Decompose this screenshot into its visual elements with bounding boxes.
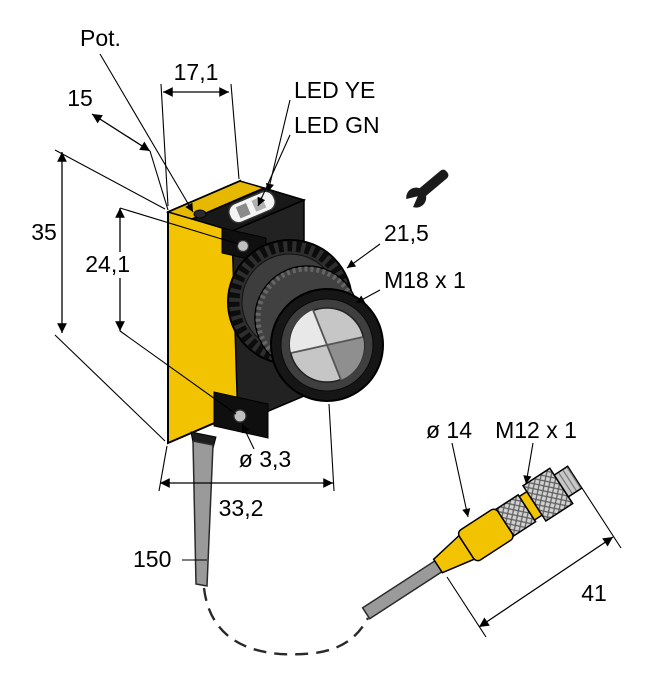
mounting-hole-bottom (233, 409, 247, 423)
connector-thread-label: M12 x 1 (495, 417, 577, 443)
dim-housing-height-label: 35 (31, 219, 57, 245)
dim-total-depth-label: 33,2 (219, 495, 264, 521)
dim-mounting-hole-label: ø 3,3 (239, 446, 291, 472)
lens-facet-light (289, 310, 327, 353)
dim-connector-length: 41 (446, 487, 622, 638)
dim-hole-spacing: 24,1 (85, 207, 239, 415)
led-green-label: LED GN (294, 112, 380, 138)
dim-connector-length-label: 41 (581, 580, 607, 606)
dim-nut-size: 21,5 (346, 220, 429, 269)
dim-total-depth: 33,2 (158, 403, 335, 521)
lens-thread-callout: M18 x 1 (355, 267, 466, 304)
dim-cable-length: 150 (133, 546, 207, 572)
lens-assembly (270, 288, 384, 402)
dim-mounting-hole: ø 3,3 (239, 423, 291, 472)
dim-hole-spacing-label: 24,1 (85, 251, 130, 277)
potentiometer (193, 209, 207, 219)
lens-facet-dark (327, 337, 365, 380)
dim-housing-depth: 15 (67, 85, 169, 211)
mounting-hole-top (236, 239, 250, 253)
dim-top-width-label: 17,1 (174, 59, 219, 85)
lens-divider-lines (290, 309, 364, 381)
dim-nut-size-label: 21,5 (384, 220, 429, 246)
sensor-cable (192, 440, 214, 587)
dim-connector-diameter-label: ø 14 (426, 417, 472, 443)
wrench-icon (398, 169, 449, 215)
sensor (165, 179, 384, 587)
connector-tip-threads (558, 467, 581, 494)
led-callouts: LED YE LED GN (257, 77, 380, 207)
pot-label: Pot. (80, 25, 121, 51)
connector-assembly (361, 465, 583, 620)
pot-callout: Pot. (80, 25, 194, 213)
dim-housing-height: 35 (31, 149, 166, 442)
dim-housing-depth-label: 15 (67, 85, 93, 111)
dim-top-width: 17,1 (160, 59, 240, 207)
lens-thread-label: M18 x 1 (384, 267, 466, 293)
connector-thread-callout: M12 x 1 (495, 417, 577, 485)
connector-cable (361, 558, 445, 620)
cable-dashed-path (202, 587, 370, 656)
led-yellow-label: LED YE (294, 77, 375, 103)
dim-connector-diameter: ø 14 (426, 417, 472, 518)
led-yellow-indicator (235, 203, 251, 219)
dim-cable-length-label: 150 (133, 546, 171, 572)
